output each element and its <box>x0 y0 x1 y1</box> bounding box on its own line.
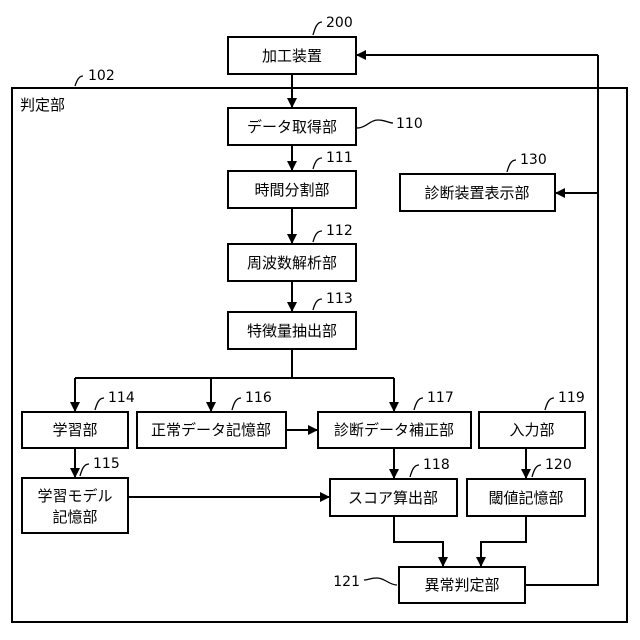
processing-device-label: 加工装置 <box>262 47 322 65</box>
ref-leader-121 <box>364 578 397 585</box>
ref-leader-118 <box>410 465 419 477</box>
ref-200: 200 <box>326 15 353 31</box>
learning-label: 学習部 <box>52 421 97 439</box>
ref-120: 120 <box>545 457 572 473</box>
diagnosis-correction-label: 診断データ補正部 <box>334 421 454 439</box>
ref-leader-111 <box>313 158 322 169</box>
ref-leader-116 <box>232 398 241 410</box>
feature-extraction-label: 特徴量抽出部 <box>247 322 337 340</box>
ref-leader-200 <box>313 22 322 35</box>
data-acquisition-label: データ取得部 <box>247 118 337 136</box>
learning-model-label-line2: 記憶部 <box>52 508 97 526</box>
display-label: 診断装置表示部 <box>424 184 529 202</box>
ref-117: 117 <box>427 390 454 406</box>
ref-115: 115 <box>93 456 120 472</box>
normal-data-label: 正常データ記憶部 <box>151 421 271 439</box>
input-label: 入力部 <box>509 421 554 439</box>
ref-leader-114 <box>95 398 104 410</box>
threshold-storage-label: 閾値記憶部 <box>488 489 563 507</box>
ref-116: 116 <box>245 390 272 406</box>
abnormality-label: 異常判定部 <box>424 576 499 594</box>
ref-114: 114 <box>108 390 135 406</box>
ref-leader-117 <box>414 398 423 410</box>
ref-leader-102 <box>75 76 83 86</box>
arrow-threshold-to-abnormality <box>481 516 526 566</box>
ref-leader-110 <box>357 120 393 128</box>
ref-leader-120 <box>532 465 541 477</box>
ref-119: 119 <box>558 390 585 406</box>
ref-leader-119 <box>545 398 554 410</box>
ref-130: 130 <box>520 152 547 168</box>
ref-112: 112 <box>326 223 353 239</box>
ref-leader-115 <box>80 464 89 476</box>
ref-113: 113 <box>326 291 353 307</box>
learning-model-label-line1: 学習モデル <box>37 487 112 505</box>
ref-102: 102 <box>88 68 115 84</box>
judgment-frame-title: 判定部 <box>20 96 65 114</box>
score-calc-label: スコア算出部 <box>348 489 438 507</box>
frequency-analysis-label: 周波数解析部 <box>247 254 337 272</box>
arrow-score-to-abnormality <box>394 516 443 566</box>
ref-121: 121 <box>333 574 360 590</box>
ref-110: 110 <box>396 116 423 132</box>
ref-leader-112 <box>313 231 322 242</box>
judgment-frame <box>12 88 627 622</box>
ref-111: 111 <box>326 150 353 166</box>
ref-leader-130 <box>507 160 516 172</box>
ref-118: 118 <box>423 457 450 473</box>
time-division-label: 時間分割部 <box>254 181 329 199</box>
ref-leader-113 <box>313 299 322 310</box>
